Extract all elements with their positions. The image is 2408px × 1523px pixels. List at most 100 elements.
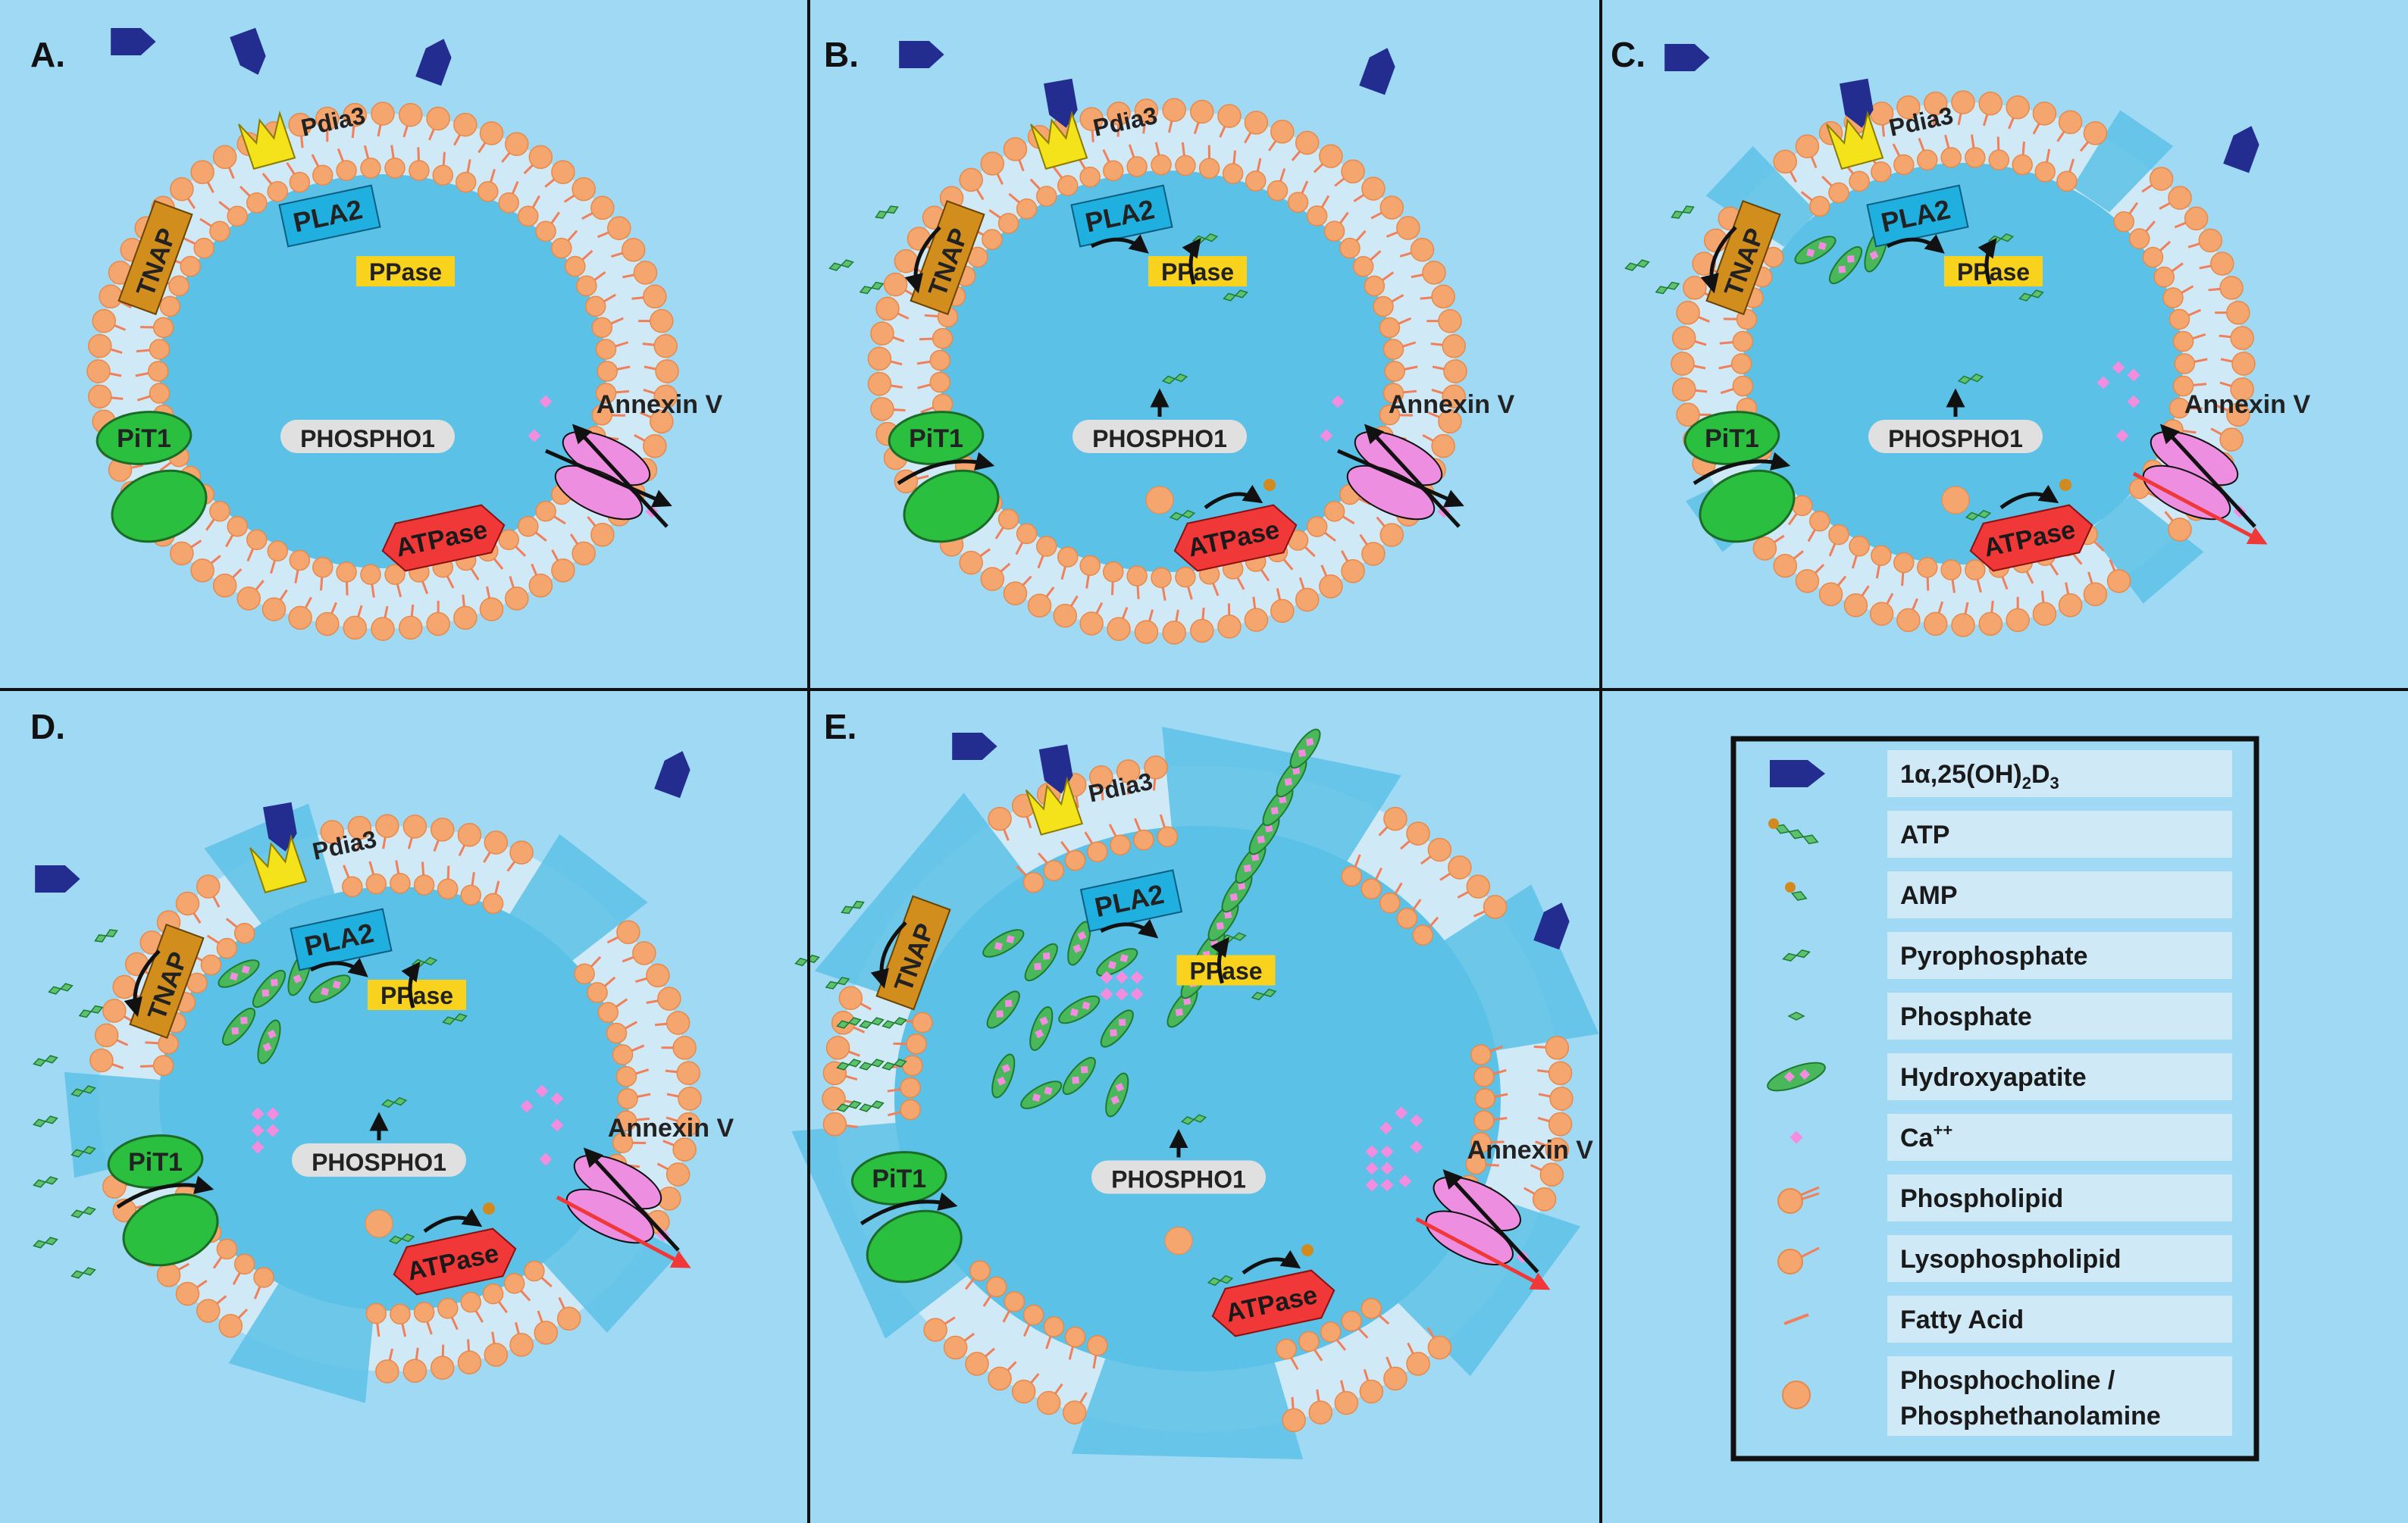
lipid-head bbox=[1893, 552, 1915, 574]
label-ppase: PPase bbox=[369, 258, 442, 286]
pyrophosphate bbox=[836, 1100, 862, 1112]
lipid-head bbox=[1676, 402, 1700, 427]
label-ppase: PPase bbox=[380, 982, 453, 1009]
pyrophosphate-icon bbox=[1782, 949, 1811, 962]
reaction-arrow bbox=[1100, 918, 1159, 939]
reaction-arrow bbox=[124, 949, 161, 1018]
label-backdrop bbox=[280, 420, 455, 453]
lipid-head bbox=[1871, 161, 1892, 183]
lipid-head bbox=[168, 275, 189, 296]
hydroxyapatite-crystal bbox=[1096, 948, 1138, 977]
vitamin-d-ligand bbox=[899, 41, 944, 68]
lipid-head bbox=[246, 529, 268, 551]
calcium-ion bbox=[1379, 1121, 1393, 1135]
lipid-head bbox=[997, 508, 1019, 530]
lipid-head bbox=[1923, 91, 1948, 116]
lipid-head bbox=[1792, 495, 1813, 517]
lipid-head bbox=[1361, 1298, 1382, 1319]
lipid-head bbox=[1427, 1335, 1452, 1360]
lipid-head bbox=[587, 982, 608, 1003]
lipid-head bbox=[2172, 330, 2194, 352]
label-annexin: Annexin V bbox=[2184, 390, 2311, 419]
lipid-head bbox=[360, 158, 381, 179]
lipid-head bbox=[1341, 558, 1365, 583]
lipid-head bbox=[170, 177, 194, 202]
lipid-head bbox=[402, 815, 427, 839]
lipid-head bbox=[653, 333, 678, 358]
lipid-head bbox=[676, 1112, 701, 1137]
lipid-head bbox=[646, 963, 670, 988]
lipid-head bbox=[1940, 559, 1962, 580]
lipid-head bbox=[590, 522, 615, 547]
lipid-head bbox=[1087, 1335, 1108, 1356]
lipid-head bbox=[2219, 427, 2244, 452]
hydroxyapatite-crystal bbox=[1794, 236, 1837, 264]
lipid-head bbox=[1470, 1044, 1492, 1065]
lipid-head bbox=[633, 261, 658, 285]
lipid-head bbox=[390, 872, 411, 894]
vitamin-d-ligand bbox=[952, 733, 997, 760]
vitamin-d-ligand bbox=[263, 802, 297, 852]
lipid-head bbox=[92, 308, 116, 333]
calcium-ion bbox=[535, 1084, 549, 1098]
legend-label: Phosphate bbox=[1900, 1002, 2032, 1031]
vesicle-lumen bbox=[159, 174, 606, 568]
label-phospho1: PHOSPHO1 bbox=[312, 1149, 446, 1176]
reaction-arrow bbox=[1242, 1249, 1301, 1275]
lipid-head bbox=[1427, 837, 1452, 862]
lipid-head bbox=[455, 171, 477, 193]
lipid-head bbox=[535, 500, 556, 522]
lipid-head bbox=[2142, 246, 2164, 268]
lipid-head bbox=[571, 541, 596, 566]
vitamin-d-icon bbox=[1770, 760, 1825, 787]
lipid-head bbox=[288, 605, 312, 630]
lipid-head bbox=[218, 1314, 243, 1338]
lysophospholipid-icon bbox=[1777, 1246, 1820, 1274]
pyrophosphate bbox=[70, 1267, 96, 1279]
lipid-head bbox=[595, 339, 617, 360]
lipid-head bbox=[518, 515, 539, 537]
vitamin-d-ligand bbox=[1840, 78, 1874, 128]
reaction-arrow bbox=[1415, 1217, 1551, 1290]
lipid-head bbox=[1003, 581, 1028, 605]
lipid-head bbox=[1869, 602, 1894, 626]
legend-row-fatty-acid: Fatty Acid bbox=[1783, 1296, 2232, 1343]
lipid-head bbox=[482, 1283, 504, 1305]
pyrophosphate bbox=[1161, 373, 1188, 385]
legend-box bbox=[1730, 736, 2259, 1462]
lipid-head bbox=[347, 815, 372, 840]
lipid-head bbox=[591, 317, 613, 339]
lipid-head bbox=[1064, 849, 1086, 871]
lipid-head bbox=[1352, 255, 1374, 277]
lipid-head bbox=[453, 605, 478, 630]
label-ppase: PPase bbox=[1161, 258, 1234, 286]
lipid-head bbox=[988, 1366, 1012, 1391]
lipid-head bbox=[923, 1318, 947, 1342]
reaction-arrow bbox=[1886, 234, 1945, 254]
vesicle-a bbox=[86, 102, 679, 641]
lipid-head bbox=[1672, 377, 1696, 402]
hydroxyapatite-crystal bbox=[1062, 1056, 1096, 1096]
lipid-head bbox=[1339, 237, 1361, 259]
lipid-head bbox=[1473, 1066, 1495, 1087]
lipid-head bbox=[565, 255, 586, 277]
lipid-head bbox=[1107, 102, 1131, 126]
lipid-head bbox=[159, 296, 181, 317]
pyrophosphate bbox=[1223, 289, 1248, 302]
pyrophosphate bbox=[94, 929, 118, 943]
lipid-head bbox=[980, 567, 1005, 591]
reaction-arrow bbox=[2132, 471, 2268, 545]
lipid-head bbox=[1988, 149, 2010, 170]
pyrophosphate bbox=[859, 1059, 885, 1071]
lipid-head bbox=[982, 229, 1003, 250]
lipid-head bbox=[590, 195, 615, 220]
lipid-head bbox=[1064, 1326, 1086, 1348]
lipid-head bbox=[2231, 352, 2256, 376]
calcium-ion bbox=[1380, 1162, 1394, 1175]
lipid-head bbox=[1795, 134, 1820, 158]
lipid-head bbox=[655, 359, 679, 383]
lipid-head bbox=[1151, 154, 1172, 176]
calcium-ion bbox=[1100, 987, 1113, 1001]
lipid-head bbox=[1364, 275, 1386, 297]
